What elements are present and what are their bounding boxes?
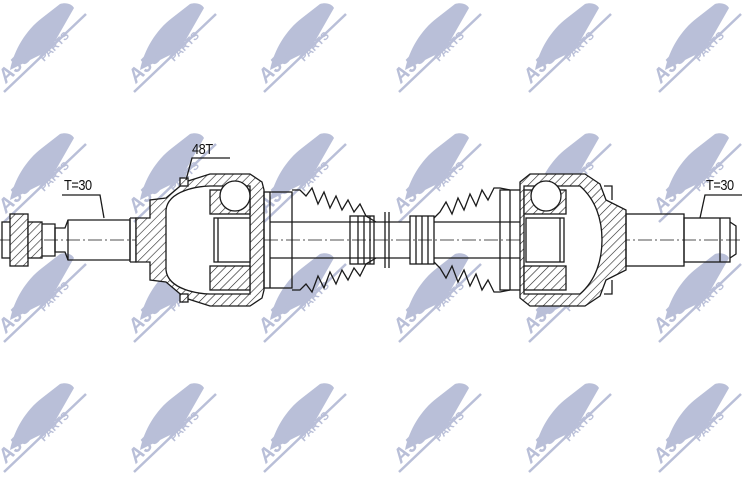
right-spline-end <box>625 213 737 267</box>
left-boot <box>263 186 377 294</box>
abs-ring-teeth-label: 48T <box>192 141 213 158</box>
right-teeth-label: T=30 <box>706 177 734 194</box>
left-teeth-label: T=30 <box>64 177 92 194</box>
left-cv-joint <box>135 173 265 307</box>
right-boot <box>409 187 523 293</box>
right-cv-joint <box>519 173 627 307</box>
